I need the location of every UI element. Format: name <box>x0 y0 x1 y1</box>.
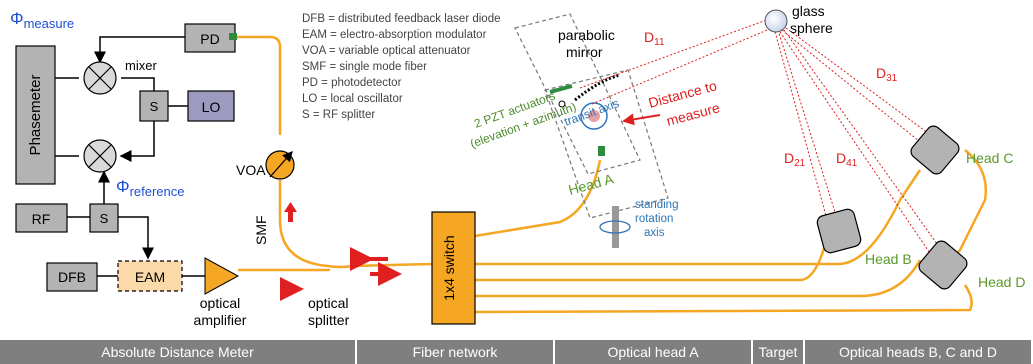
eam-box <box>117 260 183 292</box>
glass-label-1: glass <box>792 3 825 19</box>
splitter-label-2: splitter <box>308 312 350 328</box>
dfb-label: DFB <box>58 269 86 285</box>
legend-line: S = RF splitter <box>302 109 375 121</box>
fiber-switch-headA <box>474 159 602 238</box>
head-b-label: Head B <box>865 251 912 267</box>
legend-line: SMF = single mode fiber <box>302 61 427 73</box>
caption-adm: Absolute Distance Meter <box>0 340 355 364</box>
legend-line: LO = local oscillator <box>302 93 403 105</box>
mirror-label-1: parabolic <box>558 27 615 43</box>
phi-measure: Φmeasure <box>10 9 74 31</box>
photodetector-box <box>184 23 236 53</box>
parabolic-mirror-icon <box>574 73 621 102</box>
d11-label: D11 <box>644 29 665 48</box>
optical-amplifier-triangle <box>204 257 240 295</box>
mixer-top <box>83 61 117 95</box>
head-c-box <box>910 125 960 175</box>
rf-splitter-top <box>139 90 169 122</box>
smf-label: SMF <box>253 215 269 245</box>
fiber-switch-headC <box>475 169 922 266</box>
standing-label-3: axis <box>644 227 665 239</box>
fiber-pd-voa <box>235 35 282 135</box>
standing-axis-rotation <box>599 220 631 234</box>
d31-label: D31 <box>876 65 898 84</box>
fiber-switch-headB <box>475 244 827 282</box>
phasemeter-label: Phasemeter <box>27 75 44 156</box>
rf-label: RF <box>32 211 51 227</box>
rf-box <box>15 203 68 233</box>
lo-box <box>187 90 235 122</box>
pd-label: PD <box>200 31 219 47</box>
mixer-bottom <box>83 139 117 173</box>
mirror-label-2: mirror <box>566 44 603 60</box>
pd-connector <box>229 33 237 40</box>
fiber-switch-box <box>431 211 476 325</box>
amplifier-label-1: optical <box>200 295 240 311</box>
fiber-switch-headD <box>475 259 922 298</box>
legend-line: EAM = electro-absorption modulator <box>302 29 487 41</box>
standing-label-2: rotation <box>635 213 673 225</box>
transit-axis-ring <box>580 102 608 130</box>
splitter-label-1: optical <box>308 295 348 311</box>
caption-target: Target <box>753 340 803 364</box>
fiber-voa-splitter <box>278 180 329 268</box>
head-a-inner-frame <box>544 69 669 219</box>
head-d-box <box>918 240 968 290</box>
phi-reference: Φreference <box>116 177 185 199</box>
transit-axis-center <box>588 110 600 122</box>
voa-icon <box>265 150 295 180</box>
caption-fiber-network: Fiber network <box>357 340 553 364</box>
glass-label-2: sphere <box>790 20 833 36</box>
eam-label: EAM <box>135 269 165 285</box>
lo-label: LO <box>202 99 221 115</box>
legend-line: PD = photodetector <box>302 77 402 89</box>
mixer-label: mixer <box>125 58 157 73</box>
pzt-dot <box>558 100 566 108</box>
legend-line: VOA = variable optical attenuator <box>302 45 471 57</box>
voa-label: VOA <box>236 162 266 178</box>
smf-direction-arrow <box>288 210 293 222</box>
abbreviation-legend: DFB = distributed feedback laser diode E… <box>302 13 501 121</box>
switch-label: 1x4 switch <box>441 235 457 300</box>
rf-splitter-bottom <box>89 203 119 233</box>
phasemeter-box <box>15 45 56 185</box>
section-caption-bar: Absolute Distance Meter Fiber network Op… <box>0 340 1033 364</box>
d21-label: D21 <box>784 150 806 169</box>
head-c-label: Head C <box>966 150 1013 166</box>
head-d-label: Head D <box>978 274 1025 290</box>
standing-axis-bar <box>612 206 619 248</box>
splitter-bottom-label: S <box>100 211 109 226</box>
smf-arrowhead <box>284 202 297 212</box>
head-a-outer-frame <box>514 13 641 175</box>
splitter-top-label: S <box>150 99 159 114</box>
head-b-box <box>816 208 862 254</box>
fiber-headD-extra <box>469 284 973 314</box>
distance-arrow <box>622 113 661 126</box>
dfb-box <box>46 262 98 292</box>
legend-line: DFB = distributed feedback laser diode <box>302 13 501 25</box>
caption-heads-bcd: Optical heads B, C and D <box>805 340 1031 364</box>
caption-head-a: Optical head A <box>555 340 751 364</box>
glass-sphere <box>764 9 788 33</box>
signal-lines <box>55 36 205 277</box>
fiber-splitter-switch <box>327 262 433 269</box>
laser-beams <box>579 17 951 269</box>
fiber-lines <box>235 35 988 314</box>
d41-label: D41 <box>836 150 858 169</box>
amplifier-label-2: amplifier <box>194 312 247 328</box>
head-a-label: Head A <box>567 170 616 198</box>
standing-label-1: standing <box>635 199 678 211</box>
pzt-arrow <box>549 84 573 94</box>
head-a-connector <box>598 146 605 156</box>
